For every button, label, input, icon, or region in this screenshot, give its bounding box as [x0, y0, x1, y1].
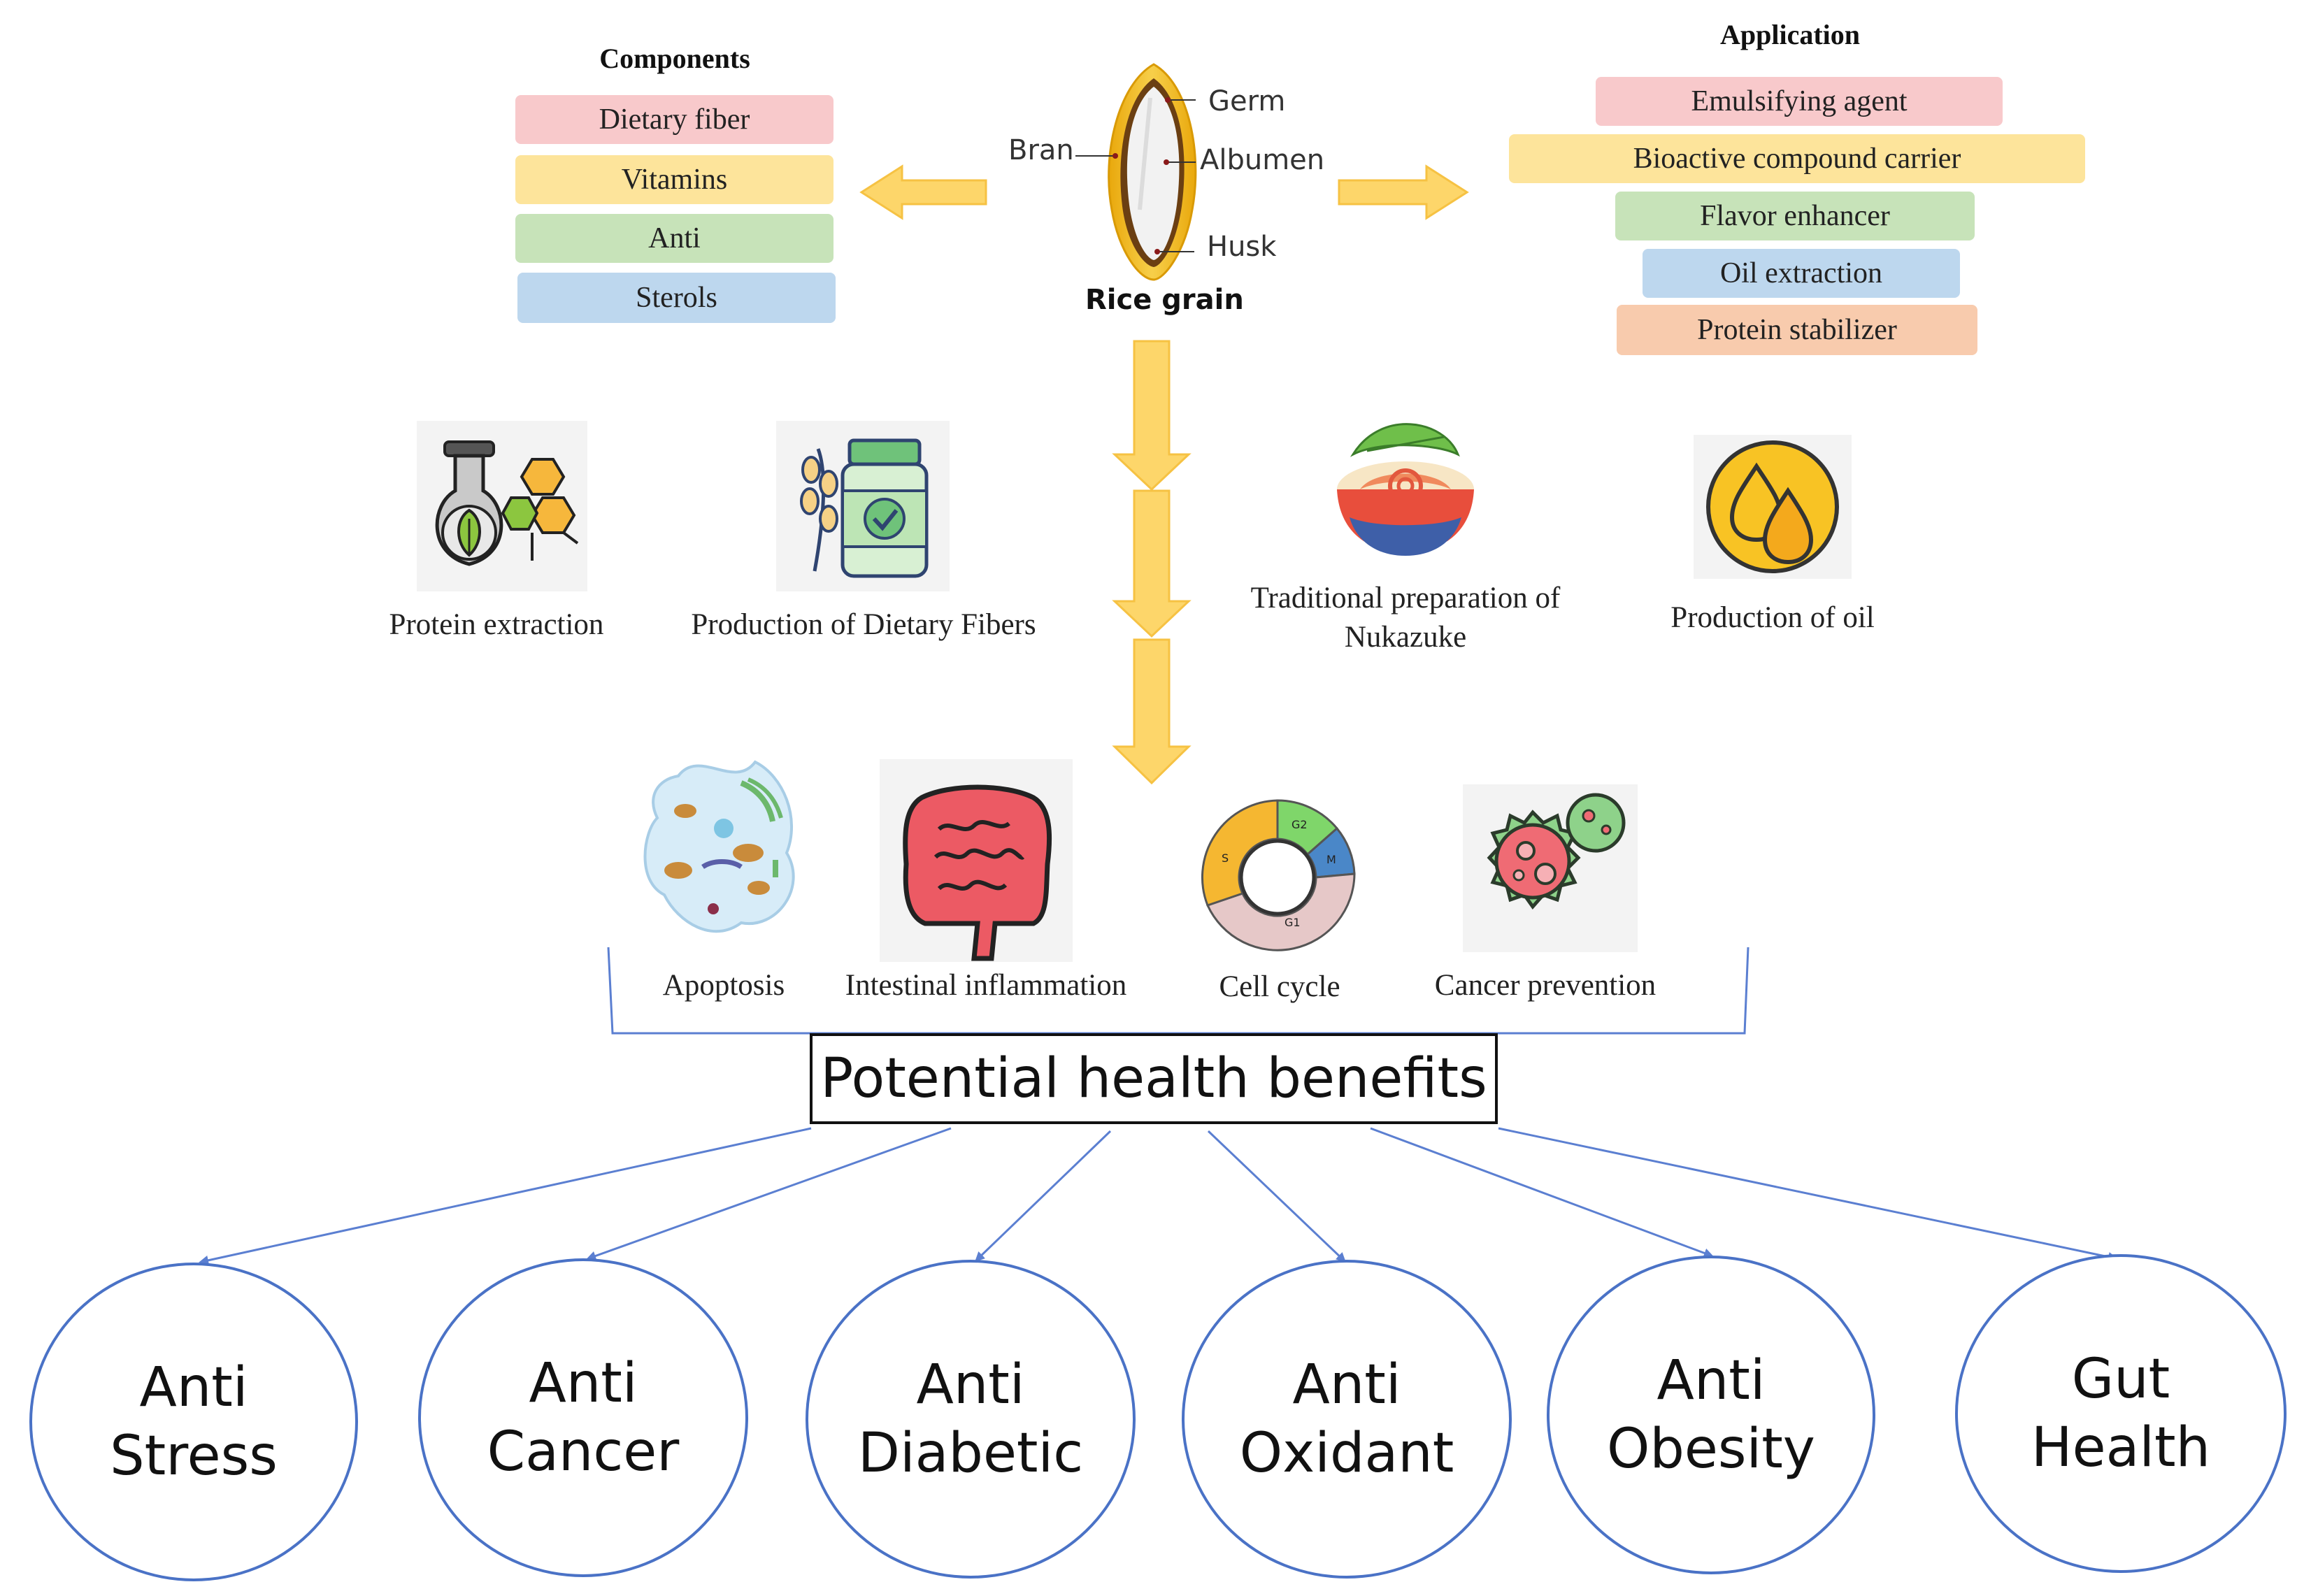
application-heading: Application	[1719, 19, 1861, 50]
connector-anti-cancer	[586, 1127, 952, 1261]
benefit-line2: Obesity	[1607, 1418, 1815, 1481]
cell-icon	[636, 748, 811, 944]
grain-label-bran: Bran	[1008, 134, 1074, 166]
benefit-line1: Anti	[1657, 1349, 1766, 1412]
benefit-anti-stress: Anti Stress	[29, 1263, 358, 1581]
benefit-line2: Health	[2031, 1416, 2211, 1479]
arrow-to-application	[1338, 164, 1469, 220]
down-arrow-3	[1112, 638, 1192, 785]
benefit-line2: Stress	[110, 1425, 278, 1488]
benefit-line1: Anti	[1292, 1353, 1401, 1416]
mechanism-label-cell-cycle: Cell cycle	[1219, 970, 1340, 1003]
benefit-gut-health: Gut Health	[1955, 1254, 2287, 1573]
supplement-bottle-icon	[776, 421, 950, 591]
mechanism-label-intestinal: Intestinal inflammation	[845, 969, 1127, 1002]
benefit-line2: Cancer	[487, 1421, 680, 1483]
potential-health-benefits-box: Potential health benefits	[810, 1033, 1498, 1124]
process-label-protein-extraction: Protein extraction	[389, 608, 604, 641]
cell-cycle-phase-g1: G1	[1285, 916, 1301, 929]
connector-anti-diabetic	[975, 1130, 1112, 1262]
cancer-cell-icon	[1463, 784, 1638, 952]
benefit-anti-cancer: Anti Cancer	[418, 1258, 748, 1577]
grain-label-husk: Husk	[1207, 231, 1277, 263]
cell-cycle-icon: G2 M G1 S	[1197, 797, 1358, 958]
arrow-to-components	[859, 164, 987, 220]
process-label-dietary-fibers: Production of Dietary Fibers	[691, 608, 1036, 641]
application-protein-stabilizer: Protein stabilizer	[1617, 305, 1977, 355]
benefit-line1: Anti	[529, 1352, 638, 1415]
benefit-line2: Diabetic	[857, 1422, 1084, 1485]
application-oil-extraction: Oil extraction	[1643, 249, 1960, 298]
component-anti: Anti	[515, 214, 833, 263]
component-sterols: Sterols	[517, 273, 836, 323]
benefit-anti-oxidant: Anti Oxidant	[1182, 1260, 1512, 1579]
benefit-line2: Oxidant	[1239, 1422, 1454, 1485]
mechanism-label-apoptosis: Apoptosis	[662, 969, 785, 1002]
connector-anti-obesity	[1370, 1127, 1714, 1258]
components-heading: Components	[599, 43, 750, 74]
application-emulsifying-agent: Emulsifying agent	[1596, 77, 2003, 126]
cell-cycle-phase-g2: G2	[1291, 818, 1308, 831]
benefit-line1: Anti	[139, 1356, 248, 1419]
down-arrow-1	[1112, 340, 1192, 491]
benefit-line1: Gut	[2071, 1348, 2170, 1411]
benefit-anti-diabetic: Anti Diabetic	[806, 1260, 1136, 1579]
cell-cycle-phase-m: M	[1326, 853, 1336, 866]
nukazuke-line-2: Nukazuke	[1344, 621, 1467, 654]
pickle-bowl-icon	[1332, 412, 1479, 566]
component-vitamins: Vitamins	[515, 155, 833, 204]
cell-cycle-phase-s: S	[1222, 851, 1229, 865]
intestine-icon	[880, 759, 1073, 962]
rice-grain-title: Rice grain	[1085, 284, 1244, 316]
connector-gut-health	[1498, 1127, 2118, 1262]
mechanism-label-cancer-prevention: Cancer prevention	[1434, 969, 1657, 1002]
application-flavor-enhancer: Flavor enhancer	[1615, 192, 1975, 240]
connector-anti-oxidant	[1207, 1130, 1346, 1263]
benefit-anti-obesity: Anti Obesity	[1547, 1256, 1875, 1574]
grain-label-germ: Germ	[1208, 85, 1286, 117]
benefit-line1: Anti	[916, 1353, 1025, 1416]
nukazuke-line-1: Traditional preparation of	[1250, 582, 1561, 614]
connector-anti-stress	[199, 1127, 812, 1265]
flask-leaf-icon	[417, 421, 587, 591]
process-label-nukazuke: Traditional preparation of Nukazuke	[1217, 579, 1594, 657]
process-label-oil: Production of oil	[1670, 601, 1875, 634]
benefit-connectors	[199, 1127, 2118, 1265]
application-bioactive-carrier: Bioactive compound carrier	[1509, 134, 2085, 183]
oil-drops-icon	[1694, 435, 1852, 579]
component-dietary-fiber: Dietary fiber	[515, 95, 833, 144]
grain-label-albumen: Albumen	[1200, 144, 1325, 176]
down-arrow-2	[1112, 489, 1192, 638]
rice-grain-illustration	[1075, 63, 1197, 281]
